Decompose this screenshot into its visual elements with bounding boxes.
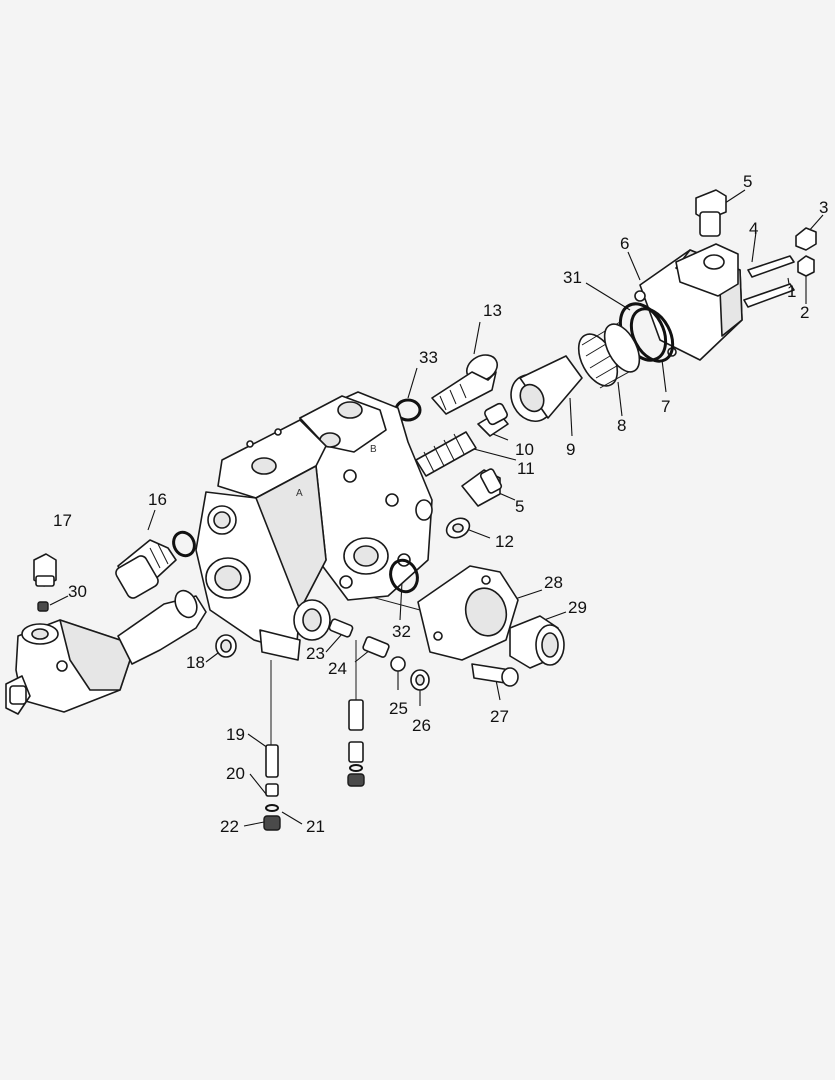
flange-28 — [417, 565, 519, 661]
callout-4: 4 — [749, 219, 758, 238]
insert-column-center — [347, 699, 365, 787]
callout-10: 10 — [515, 440, 534, 459]
callout-26: 26 — [412, 716, 431, 735]
callout-1: 1 — [787, 282, 796, 301]
spring-8 — [577, 321, 641, 389]
callout-6: 6 — [620, 234, 629, 253]
bolt-27 — [471, 663, 519, 687]
callout-2: 2 — [800, 303, 809, 322]
callout-29: 29 — [568, 598, 587, 617]
callout-25: 25 — [389, 699, 408, 718]
callout-11: 11 — [517, 459, 535, 478]
callout-7: 7 — [661, 397, 670, 416]
callout-18: 18 — [186, 653, 205, 672]
spring-seat-9 — [510, 355, 583, 422]
callout-19: 19 — [226, 725, 245, 744]
small-parts-23-26 — [328, 618, 430, 691]
callout-21: 21 — [306, 817, 325, 836]
callout-22: 22 — [220, 817, 239, 836]
valve-body: A B — [195, 391, 433, 661]
fitting-29 — [509, 615, 565, 669]
callout-9: 9 — [566, 440, 575, 459]
spool-parts-10-11 — [415, 402, 509, 477]
callout-28: 28 — [544, 573, 563, 592]
callout-32: 32 — [392, 622, 411, 641]
callout-13: 13 — [483, 301, 502, 320]
fitting-5-side — [461, 468, 503, 507]
callout-24: 24 — [328, 659, 347, 678]
end-cap-assembly — [634, 189, 817, 361]
callout-3: 3 — [819, 198, 828, 217]
port-a-mark: A — [296, 488, 303, 499]
o-ring-32 — [389, 558, 419, 594]
plug-18 — [215, 634, 237, 658]
callout-30: 30 — [68, 582, 87, 601]
cartridge-16 — [115, 539, 177, 599]
callout-33: 33 — [419, 348, 438, 367]
o-ring-16 — [172, 530, 196, 558]
callouts: 5 3 4 6 31 1 2 13 33 7 8 9 10 11 5 16 17… — [53, 172, 828, 836]
callout-20: 20 — [226, 764, 245, 783]
relief-valve-13 — [431, 354, 499, 415]
callout-17: 17 — [53, 511, 72, 530]
callout-23: 23 — [306, 644, 325, 663]
callout-31: 31 — [563, 268, 582, 287]
callout-8: 8 — [617, 416, 626, 435]
callout-27: 27 — [490, 707, 509, 726]
callout-5-top: 5 — [743, 172, 752, 191]
port-b-mark: B — [370, 444, 377, 455]
insert-column-19-22 — [263, 744, 281, 831]
callout-16: 16 — [148, 490, 167, 509]
solenoid-assembly — [5, 553, 207, 715]
plug-12 — [445, 517, 471, 539]
callout-5-side: 5 — [515, 497, 524, 516]
callout-12: 12 — [495, 532, 514, 551]
